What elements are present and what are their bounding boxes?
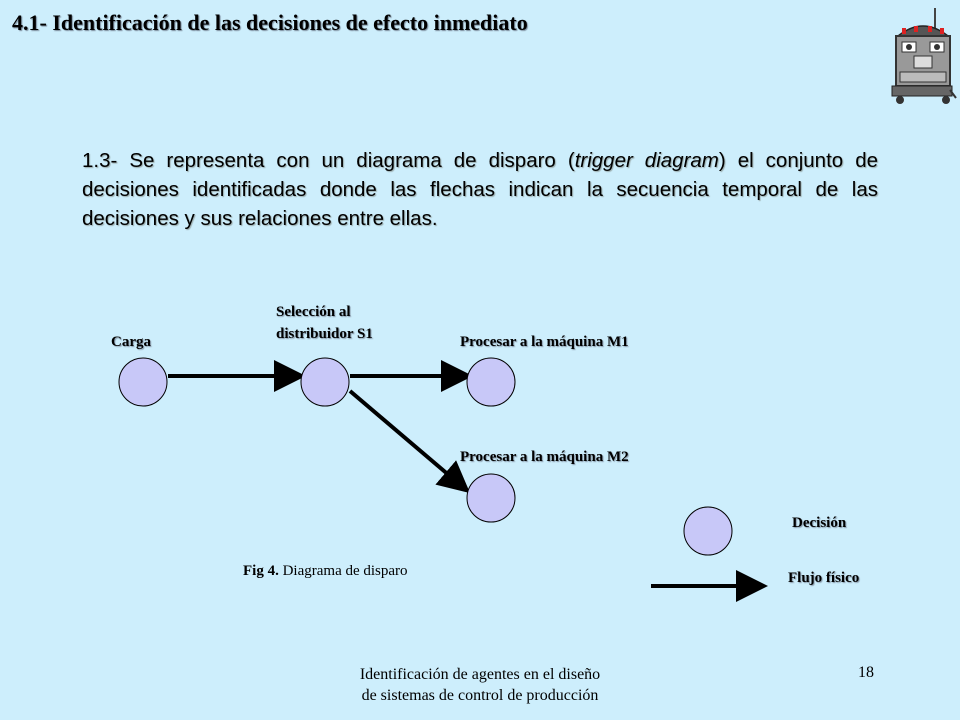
slide-title: 4.1- Identificación de las decisiones de… xyxy=(12,10,528,35)
node-seleccion xyxy=(300,357,350,407)
page-number: 18 xyxy=(858,664,874,681)
footer: Identificación de agentes en el diseño d… xyxy=(320,664,640,706)
robot-icon xyxy=(891,8,957,104)
label-seleccion-line2: distribuidor S1 xyxy=(276,326,373,342)
legend-flow-label: Flujo físico xyxy=(788,570,859,586)
footer-line-2: de sistemas de control de producción xyxy=(361,687,599,704)
legend-decision-label: Decisión xyxy=(792,515,847,531)
paragraph-part-2: ) el conjunto de decisiones identificada… xyxy=(82,149,878,230)
paragraph-italic-term: trigger diagram xyxy=(574,149,719,172)
paragraph-part-1: 1.3- Se representa con un diagrama de di… xyxy=(82,149,575,172)
figure-caption: Fig 4. Diagrama de disparo xyxy=(243,563,408,580)
label-seleccion-line1: Selección al xyxy=(276,304,351,320)
figure-caption-text: Diagrama de disparo xyxy=(278,563,408,579)
legend-decision-node xyxy=(683,506,733,556)
node-m1 xyxy=(466,357,516,407)
node-carga xyxy=(118,357,168,407)
figure-number: Fig 4. xyxy=(243,563,279,579)
footer-line-1: Identificación de agentes en el diseño xyxy=(359,666,601,683)
description-paragraph: 1.3- Se representa con un diagrama de di… xyxy=(82,146,878,233)
label-m1: Procesar a la máquina M1 xyxy=(460,334,629,350)
arrow-seleccion-to-m2 xyxy=(348,389,471,494)
label-carga: Carga xyxy=(111,334,151,350)
node-m2 xyxy=(466,473,516,523)
label-m2: Procesar a la máquina M2 xyxy=(460,449,629,465)
